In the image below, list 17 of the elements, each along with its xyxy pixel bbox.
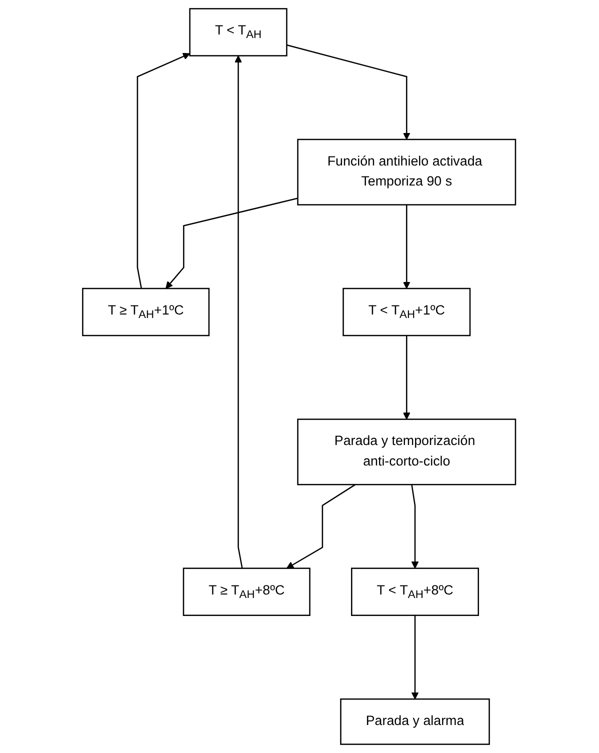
arrow (235, 55, 244, 568)
node-box: Parada y alarma (340, 698, 490, 745)
arrow (166, 198, 298, 289)
node-box: Función antihielo activada Temporiza 90 s (298, 138, 517, 206)
arrow (137, 52, 191, 289)
node-box: T < T$_{AH}$ (190, 8, 288, 56)
node-box: Parada y temporización anti-corto-ciclo (298, 418, 517, 486)
node-box: T < T$_{AH}$+8ºC (351, 568, 480, 616)
arrow (412, 484, 420, 569)
arrow (286, 484, 356, 569)
node-box: T ≥ T$_{AH}$+1ºC (82, 288, 210, 336)
arrow (403, 204, 411, 289)
node-box: T ≥ T$_{AH}$+8ºC (183, 568, 311, 616)
arrow (403, 336, 411, 420)
arrow (412, 615, 420, 700)
arrow (286, 44, 411, 140)
node-box: T < T$_{AH}$+1ºC (343, 288, 472, 336)
